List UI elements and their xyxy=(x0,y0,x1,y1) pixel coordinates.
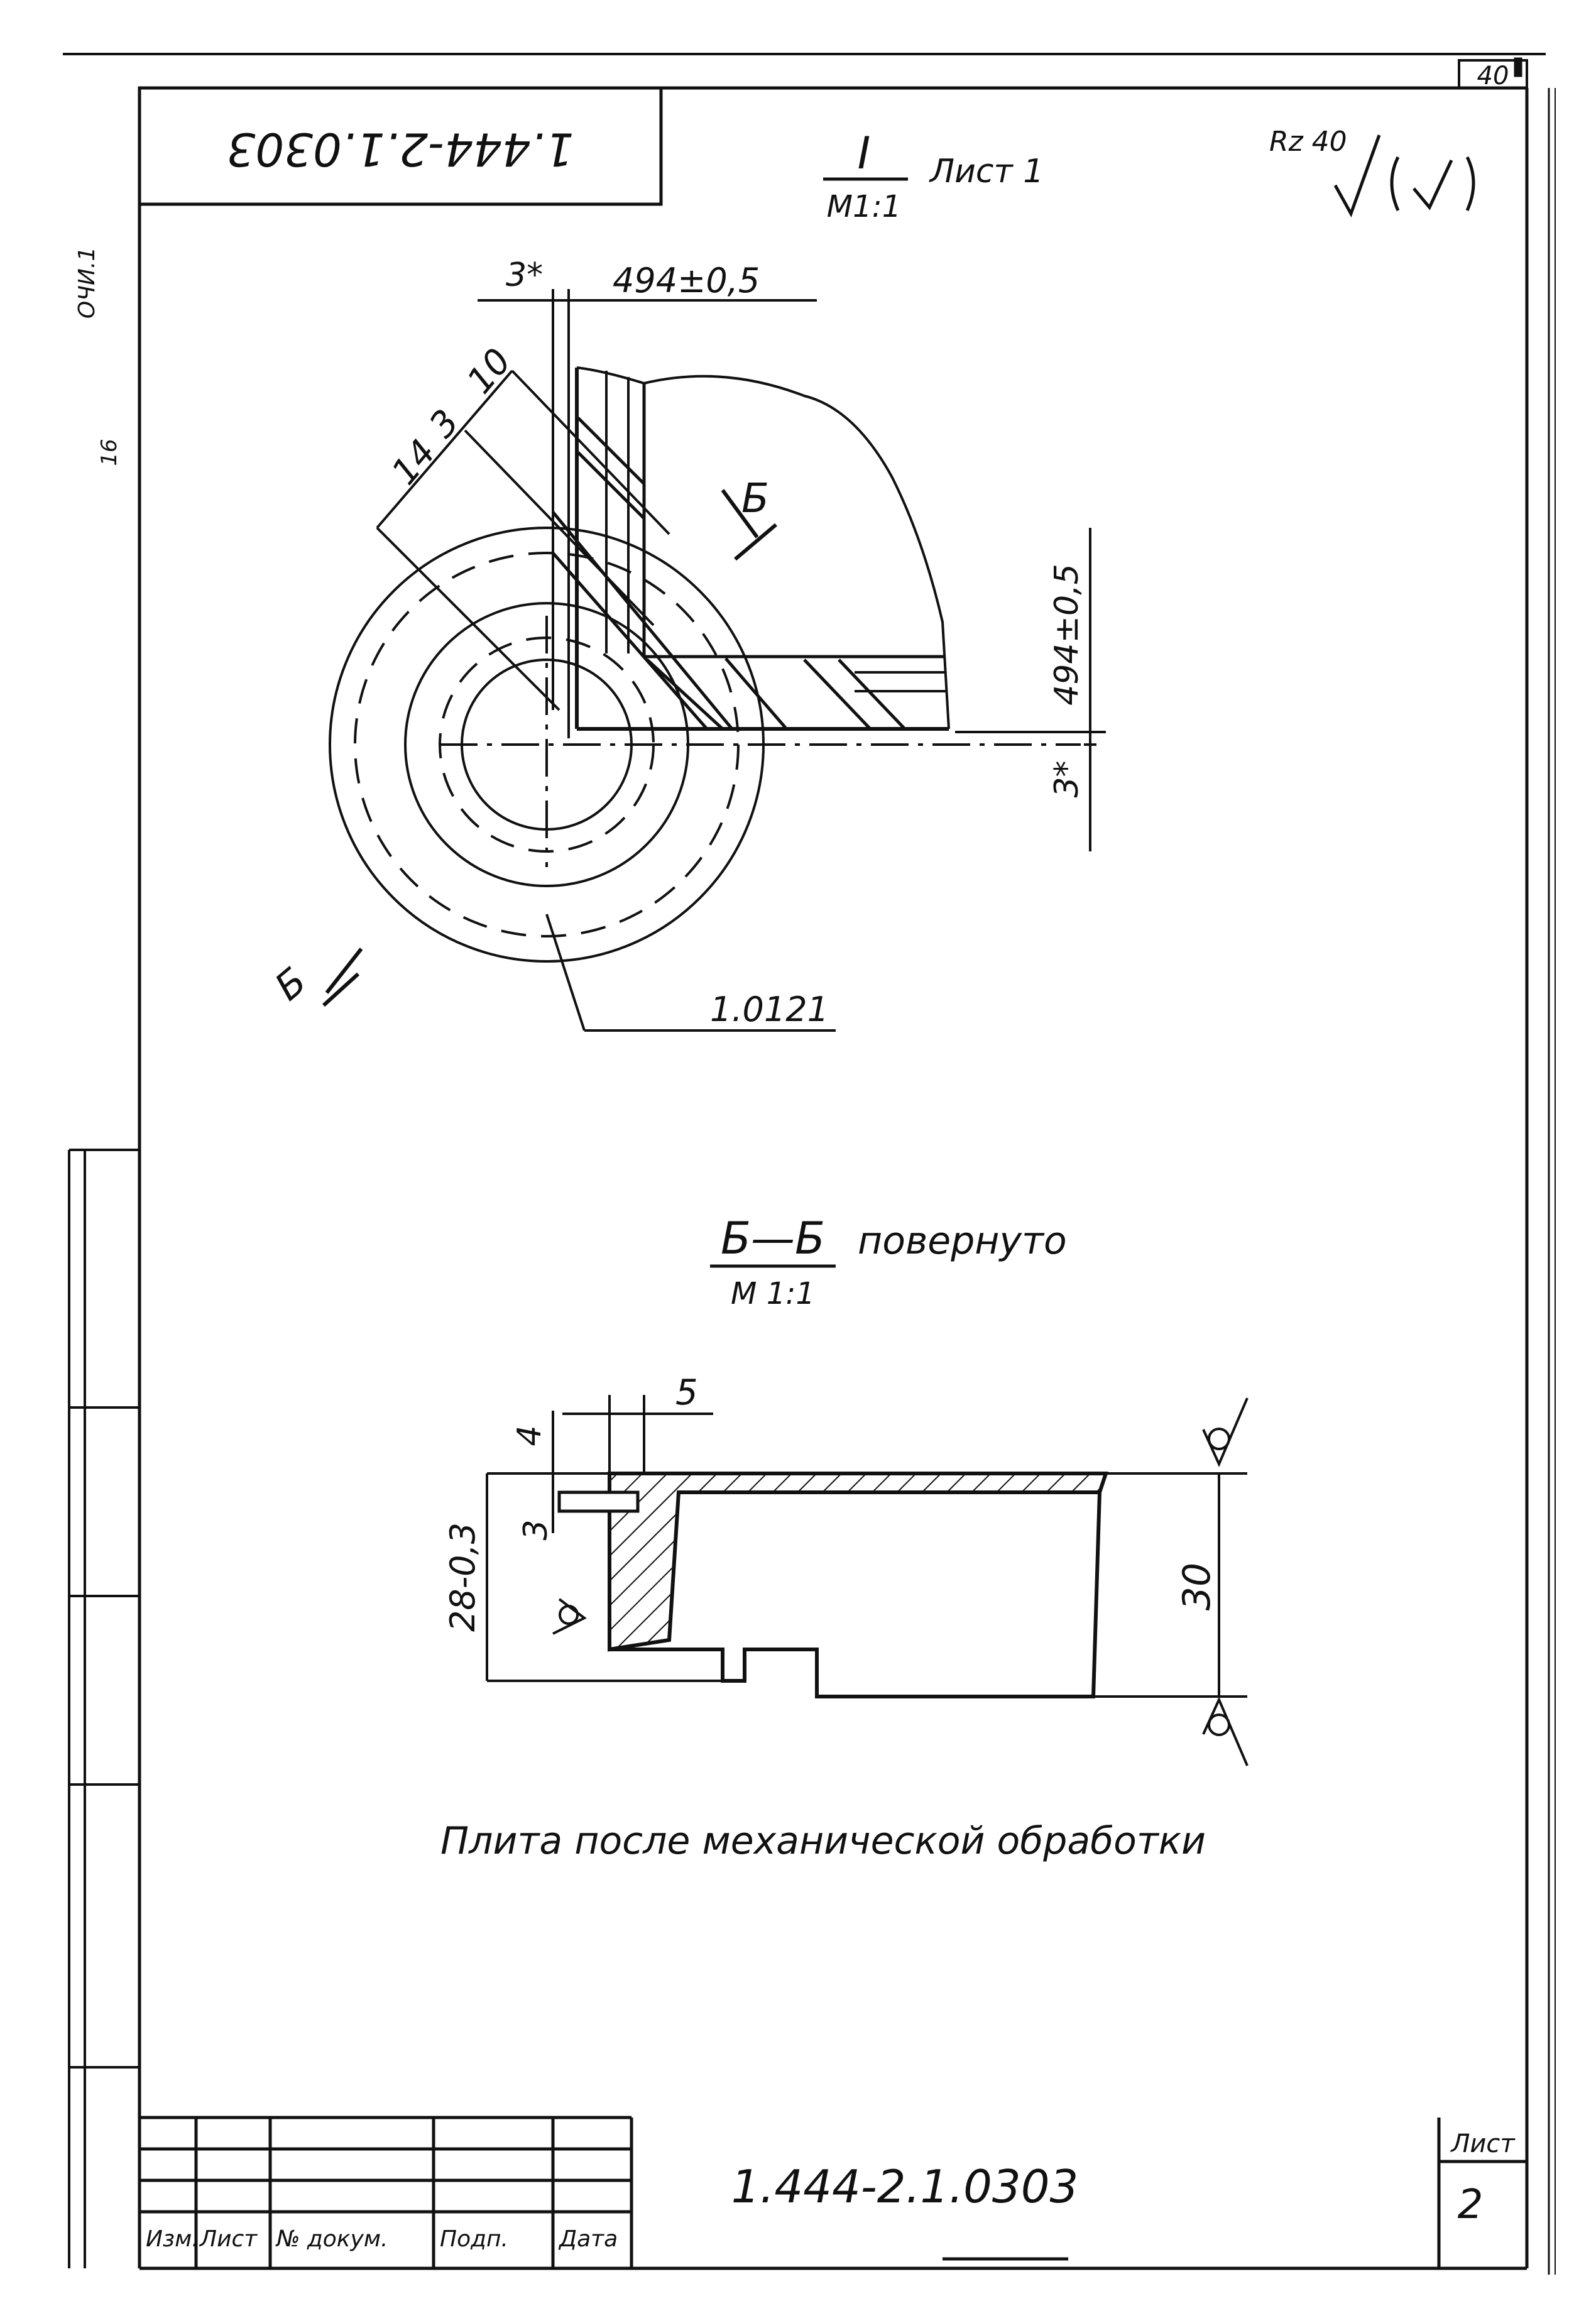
doc-number: 1.444-2.1.0303 xyxy=(731,2160,1079,2213)
part-corner-outline xyxy=(575,366,950,731)
dim-28: 28-0,3 xyxy=(443,1522,483,1632)
section-scale: M 1:1 xyxy=(731,1276,815,1311)
view-i-heading: I M1:1 Лист 1 xyxy=(823,128,1044,224)
view-scale: M1:1 xyxy=(827,189,902,224)
section-mark-upper-letter: Б xyxy=(741,476,769,522)
section-heading: Б—Б M 1:1 повернуто xyxy=(710,1213,1067,1311)
col-date: Дата xyxy=(558,2226,618,2252)
sheet-header: Лист xyxy=(1450,2129,1516,2158)
dim-side-star: 3* xyxy=(1048,760,1086,797)
section-mark-upper xyxy=(721,489,777,561)
title-block-grid xyxy=(139,2116,1527,2268)
sheet-label: 40 xyxy=(1477,62,1509,90)
side-dimension xyxy=(955,528,1106,851)
surface-finish-symbol: Rz 40 xyxy=(1269,126,1475,218)
dim-4: 4 xyxy=(511,1425,549,1446)
dim-top-star: 3* xyxy=(506,256,543,294)
dim-top-main: 494±0,5 xyxy=(613,261,760,300)
dim-side-main: 494±0,5 xyxy=(1048,564,1086,706)
section-dimensions xyxy=(486,1395,1247,1698)
pipe-circles xyxy=(329,527,1081,963)
sheet-label-box: 40 xyxy=(1458,59,1528,90)
rotated-code-box: 1.444-2.1.0303 xyxy=(138,86,663,206)
machining-symbol-left xyxy=(552,1598,587,1635)
dim-5: 5 xyxy=(675,1372,698,1413)
side-note: ОЧИ.1 xyxy=(74,247,100,319)
surface-finish-label: Rz 40 xyxy=(1269,126,1347,158)
col-doc: № докум. xyxy=(275,2226,388,2252)
document-code-rotated: 1.444-2.1.0303 xyxy=(227,123,574,175)
dim-3: 3 xyxy=(422,402,467,445)
section-mark-lower xyxy=(322,948,363,1007)
col-izm: Изм. xyxy=(146,2226,199,2252)
dim-14: 14 xyxy=(384,432,444,493)
section-mark-lower-letter: Б xyxy=(267,959,315,1009)
caption: Плита после механической обработки xyxy=(440,1819,1206,1863)
margin-stamp-grid xyxy=(68,1149,139,2268)
machining-symbol-top xyxy=(1202,1397,1249,1467)
weld-hatch xyxy=(552,417,906,730)
dim-section-3: 3 xyxy=(517,1519,555,1540)
part-ref-leader xyxy=(545,914,836,1032)
section-title: Б—Б xyxy=(721,1213,825,1264)
col-sign: Подп. xyxy=(440,2226,508,2252)
section-profile xyxy=(557,1472,1109,1698)
weld-dimension-lines xyxy=(376,369,670,711)
part-ref: 1.0121 xyxy=(710,990,829,1029)
side-number: 16 xyxy=(97,439,122,466)
section-title-suffix: повернуто xyxy=(858,1219,1067,1263)
dim-30: 30 xyxy=(1175,1563,1219,1610)
dim-10: 10 xyxy=(459,341,520,402)
sheet-ref: Лист 1 xyxy=(929,153,1044,190)
drawing-frame xyxy=(63,53,1556,2275)
col-list: Лист xyxy=(199,2226,258,2252)
machining-symbol-bottom xyxy=(1202,1697,1249,1766)
sheet-number: 2 xyxy=(1458,2182,1484,2228)
view-name: I xyxy=(858,128,871,179)
